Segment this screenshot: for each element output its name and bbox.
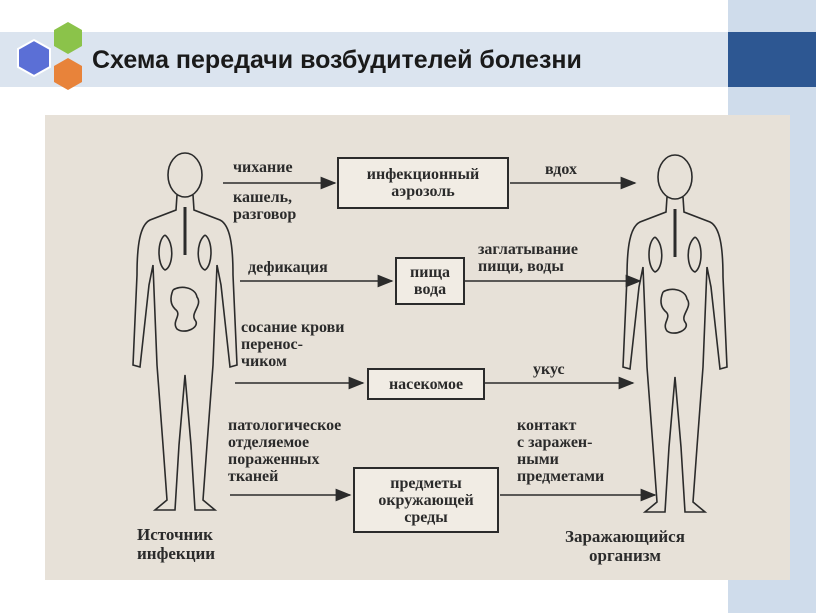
hexagon-logo-icon	[17, 22, 82, 90]
route2-right-label: заглатывание пищи, воды	[478, 241, 578, 275]
green-hexagon-icon	[54, 22, 82, 54]
title-bar	[0, 32, 728, 87]
target-human-figure-icon	[622, 154, 728, 513]
target-caption: Заражающийся организм	[565, 527, 685, 565]
route3-left-label: сосание крови перенос- чиком	[241, 319, 345, 370]
aerosol-box: инфекционный аэрозоль	[337, 157, 509, 209]
route3-right-label: укус	[533, 361, 565, 378]
route2-left-label: дефикация	[248, 259, 328, 276]
insect-box-label: насекомое	[388, 375, 464, 393]
blue-hexagon-icon	[17, 38, 51, 78]
route4-right-label: контакт с заражен- ными предметами	[517, 417, 605, 485]
orange-hexagon-icon	[54, 58, 82, 90]
title-bar-accent	[728, 32, 816, 87]
aerosol-box-label: инфекционный аэрозоль	[366, 166, 480, 200]
page-title: Схема передачи возбудителей болезни	[92, 46, 582, 74]
route4-left-label: патологическое отделяемое пораженных тка…	[228, 417, 342, 485]
food-water-box: пища вода	[395, 257, 465, 305]
route1-left-label-secondary: кашель, разговор	[233, 189, 297, 223]
insect-box: насекомое	[367, 368, 485, 400]
route1-left-label: чихание	[233, 159, 293, 176]
route1-right-label: вдох	[545, 161, 577, 178]
transmission-diagram: чихание кашель, разговор инфекционный аэ…	[45, 115, 790, 580]
diagram-drawing	[132, 152, 728, 513]
food-water-box-label: пища вода	[410, 264, 450, 298]
source-human-figure-icon	[132, 152, 238, 511]
source-caption: Источник инфекции	[137, 525, 216, 563]
environment-objects-box: предметы окружающей среды	[353, 467, 499, 533]
environment-objects-box-label: предметы окружающей среды	[378, 474, 474, 526]
